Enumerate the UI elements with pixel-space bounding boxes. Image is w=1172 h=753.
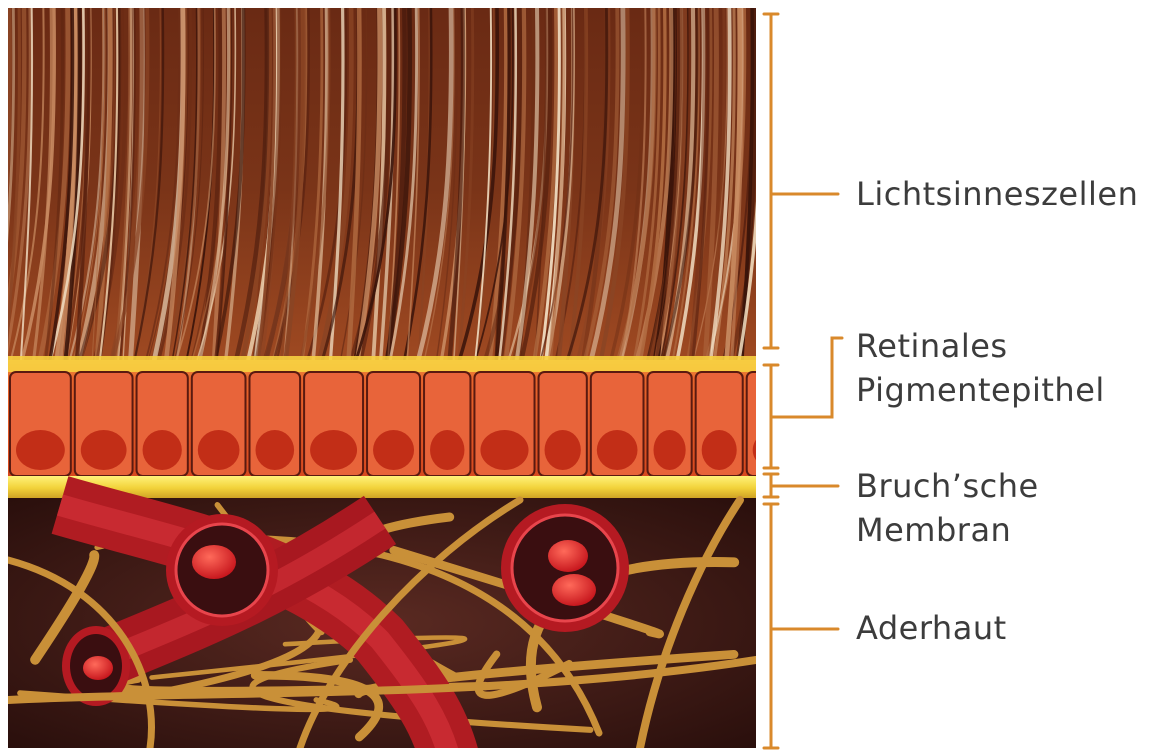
layer-brackets (764, 14, 842, 748)
bracket-photoreceptors (764, 14, 838, 348)
vessel-cross-section (166, 514, 278, 626)
rpe-cell (424, 372, 470, 476)
photoreceptor-strand (756, 8, 767, 362)
rpe-cell (75, 372, 133, 476)
red-blood-cell (192, 545, 236, 579)
label-choroid: Aderhaut (856, 606, 1007, 650)
label-retinal-pigment-epithelium: Retinales Pigmentepithel (856, 324, 1105, 412)
rpe-cell (137, 372, 188, 476)
bracket-choroid (764, 504, 838, 748)
label-bruchs-membrane: Bruch’sche Membran (856, 464, 1039, 552)
rpe-layer (8, 356, 806, 482)
photoreceptor-layer (0, 8, 767, 368)
rpe-cell (249, 372, 300, 476)
bracket-rpe (764, 338, 842, 468)
label-photoreceptors: Lichtsinneszellen (856, 172, 1138, 216)
rpe-cell (747, 372, 806, 476)
rpe-cell (474, 372, 534, 476)
rpe-cell (696, 372, 743, 476)
red-blood-cell (552, 574, 596, 606)
rpe-cell (591, 372, 644, 476)
choroid-layer (8, 498, 756, 753)
rpe-cell (648, 372, 692, 476)
bracket-bruchs-membrane (764, 474, 838, 497)
rpe-cell (367, 372, 420, 476)
rpe-cell (304, 372, 363, 476)
red-blood-cell (548, 540, 588, 572)
vessel-cross-section (501, 504, 629, 632)
rpe-cell (539, 372, 587, 476)
red-blood-cell (83, 656, 113, 680)
rpe-cell (192, 372, 246, 476)
rpe-cell (10, 372, 71, 476)
